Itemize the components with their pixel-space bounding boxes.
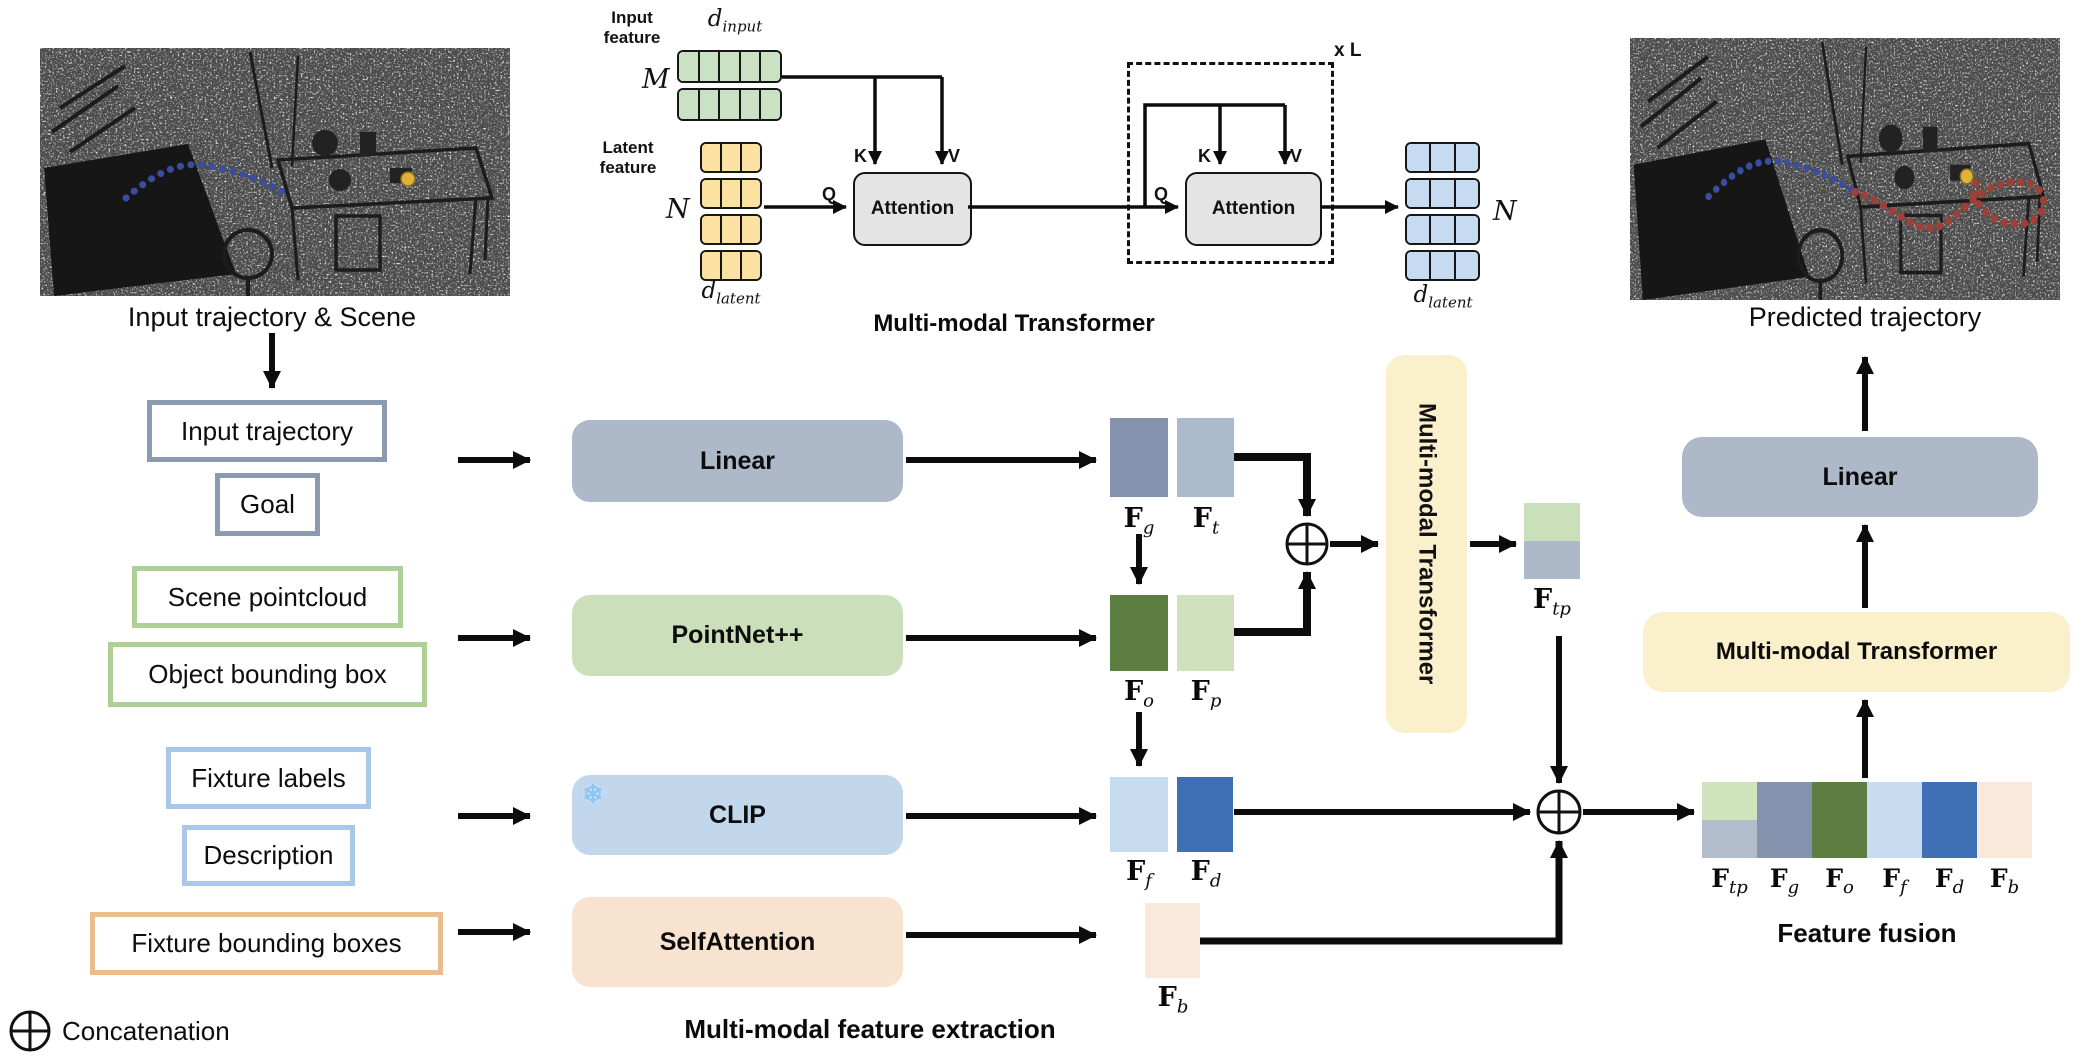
q-label-1: Q [822, 184, 837, 204]
feature-fb-label: Fb [1157, 982, 1189, 1018]
feature-fg-block [1110, 418, 1168, 497]
feature-ft-block [1177, 418, 1234, 497]
multimodal-transformer-horizontal: Multi-modal Transformer [1643, 612, 2070, 692]
k-label-2: K [1198, 146, 1211, 166]
n-label-out: N [1493, 196, 1517, 227]
fusion-label-ff: Ff [1882, 864, 1907, 898]
d-input-label: dinput [707, 6, 763, 36]
fusion-label-fo: Fo [1825, 864, 1854, 898]
fusion-seg-fo [1812, 782, 1867, 858]
goal-marker [400, 171, 416, 187]
loop-count-label: x L [1334, 40, 1362, 61]
object-bounding-box-box: Object bounding box [108, 642, 427, 707]
fusion-seg-fb [1977, 782, 2032, 858]
n-label-in: N [666, 194, 690, 225]
goal-marker [1959, 168, 1974, 185]
multimodal-transformer-vertical: Multi-modal Transformer [1386, 355, 1467, 733]
pointnet-encoder-block: PointNet++ [572, 595, 903, 676]
feature-fg-label: Fg [1123, 503, 1155, 539]
feature-ftp-block [1524, 503, 1580, 579]
feature-fo-label: Fo [1123, 676, 1154, 712]
clip-encoder-block: ❄ CLIP [572, 775, 903, 855]
attention-block-1: Attention [853, 172, 972, 246]
fusion-seg-ff [1867, 782, 1922, 858]
fixture-labels-box: Fixture labels [166, 747, 371, 809]
predicted-scene-caption: Predicted trajectory [1748, 302, 1982, 332]
input-feature-label: Input feature [603, 8, 661, 47]
input-trajectory-dots [1705, 157, 1859, 201]
feature-fusion-caption: Feature fusion [1777, 918, 1957, 948]
main-flow-arrows [263, 333, 1874, 945]
feature-fd-label: Fd [1190, 856, 1222, 892]
concatenation-legend-label: Concatenation [62, 1016, 230, 1046]
pointcloud-sketch [1630, 38, 2060, 300]
v-label-1: V [948, 146, 961, 166]
feature-fp-label: Fp [1190, 676, 1222, 712]
description-box: Description [182, 825, 355, 886]
q-label-2: Q [1154, 184, 1169, 204]
fusion-label-fd: Fd [1934, 864, 1965, 898]
fixture-bounding-boxes-box: Fixture bounding boxes [90, 912, 443, 975]
input-scene-caption: Input trajectory & Scene [127, 302, 417, 332]
feature-ff-block [1110, 777, 1168, 852]
d-latent-label-in: dlatent [701, 278, 761, 308]
concat-node-1 [1285, 522, 1329, 566]
k-label-1: K [854, 146, 867, 166]
fusion-seg-fg [1757, 782, 1812, 858]
feature-ftp-label: Ftp [1533, 584, 1571, 620]
pointcloud-sketch [40, 48, 510, 296]
feature-fp-block [1177, 595, 1234, 671]
fusion-seg-fd [1922, 782, 1977, 858]
goal-box: Goal [215, 473, 320, 536]
output-linear-block: Linear [1682, 437, 2038, 517]
input-feature-grid [677, 50, 782, 121]
fusion-seg-ftp [1702, 782, 1757, 858]
feature-fo-block [1110, 595, 1168, 671]
fusion-label-ftp: Ftp [1711, 864, 1748, 898]
feature-ft-label: Ft [1192, 503, 1220, 539]
repeat-block-dashed-box [1127, 62, 1334, 264]
output-latent-grid [1405, 142, 1480, 281]
mini-transformer-caption: Multi-modal Transformer [873, 310, 1155, 337]
m-label: M [642, 64, 670, 95]
input-scene-image [40, 48, 510, 296]
fusion-label-fg: Fg [1769, 864, 1800, 898]
linear-encoder-block: Linear [572, 420, 903, 502]
concat-node-2 [1536, 789, 1582, 835]
fusion-label-fb: Fb [1989, 864, 2020, 898]
attention-block-2: Attention [1185, 172, 1322, 246]
feature-fusion-strip [1702, 782, 2032, 858]
concatenation-legend-icon [9, 1010, 51, 1052]
v-label-2: V [1290, 146, 1303, 166]
feature-fd-block [1177, 777, 1233, 852]
extraction-caption: Multi-modal feature extraction [684, 1014, 1056, 1044]
d-latent-label-out: dlatent [1413, 282, 1473, 312]
selfattention-encoder-block: SelfAttention [572, 897, 903, 987]
predicted-scene-image [1630, 38, 2060, 300]
input-trajectory-dots [122, 161, 290, 202]
feature-fb-block [1145, 903, 1200, 978]
input-trajectory-box: Input trajectory [147, 400, 387, 462]
feature-ff-label: Ff [1126, 856, 1152, 892]
latent-feature-label: Latent feature [599, 138, 657, 177]
snowflake-icon: ❄ [582, 779, 604, 809]
latent-feature-grid [700, 142, 762, 281]
predicted-trajectory-dots [1851, 175, 2048, 233]
scene-pointcloud-box: Scene pointcloud [132, 566, 403, 628]
